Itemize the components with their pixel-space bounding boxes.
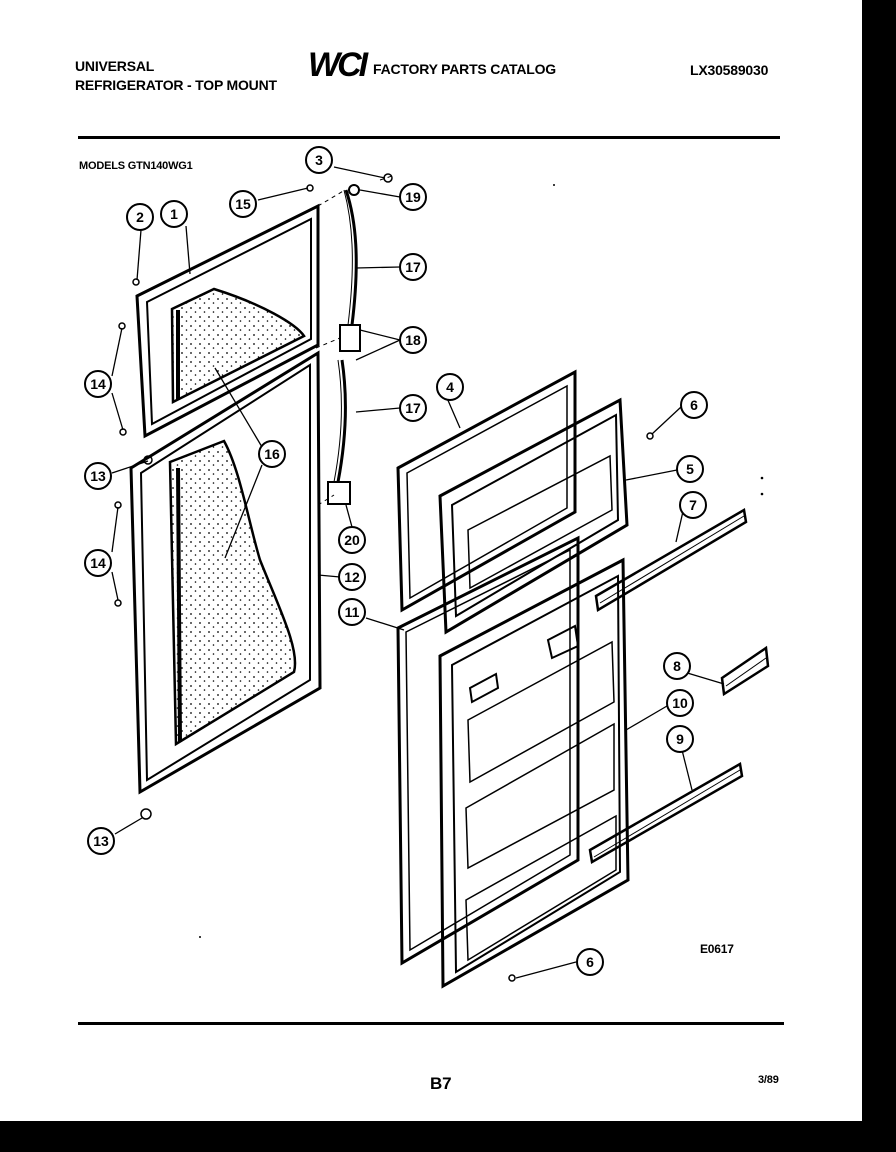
callout-number: 15 [235, 196, 251, 212]
callout-c14b: 14 [84, 549, 112, 577]
callout-c11: 11 [338, 598, 366, 626]
catalog-page: UNIVERSAL REFRIGERATOR - TOP MOUNT WCI F… [0, 0, 862, 1121]
callout-c4: 4 [436, 373, 464, 401]
callout-circle [84, 549, 112, 577]
callout-c16: 16 [258, 440, 286, 468]
callout-c19: 19 [399, 183, 427, 211]
callout-number: 14 [90, 555, 106, 571]
header-rule [78, 136, 780, 139]
callout-circle [399, 326, 427, 354]
fresh-food-inner-panel [438, 557, 630, 989]
page-number: B7 [430, 1074, 452, 1093]
callout-number: 8 [673, 658, 681, 674]
callout-number: 13 [90, 468, 106, 484]
callout-circle [436, 373, 464, 401]
callout-number: 17 [405, 259, 421, 275]
callout-number: 4 [446, 379, 454, 395]
callout-c13b: 13 [87, 827, 115, 855]
callout-number: 2 [136, 209, 144, 225]
footer-rule [78, 1022, 784, 1025]
freezer-inner-panel [438, 397, 629, 635]
callout-circle [666, 725, 694, 753]
callout-c6b: 6 [576, 948, 604, 976]
callout-number: 18 [405, 332, 421, 348]
callout-c9: 9 [666, 725, 694, 753]
callout-circle [399, 253, 427, 281]
callout-c15: 15 [229, 190, 257, 218]
callout-c1: 1 [160, 200, 188, 228]
callout-circle [84, 462, 112, 490]
fresh-food-door-frame [129, 350, 322, 795]
callout-circle [87, 827, 115, 855]
freezer-gasket [396, 369, 577, 613]
callout-circle [258, 440, 286, 468]
callout-c12: 12 [338, 563, 366, 591]
callout-number: 5 [686, 461, 694, 477]
callout-circle [663, 652, 691, 680]
callout-circle [160, 200, 188, 228]
callout-c13a: 13 [84, 462, 112, 490]
brand-line-2: REFRIGERATOR - TOP MOUNT [75, 77, 277, 93]
callout-circle [680, 391, 708, 419]
callout-circle [126, 203, 154, 231]
callout-c14a: 14 [84, 370, 112, 398]
callout-number: 20 [344, 532, 360, 548]
shelf-rail-9 [588, 762, 744, 864]
callout-number: 1 [170, 206, 178, 222]
callout-circle [666, 689, 694, 717]
catalog-title: FACTORY PARTS CATALOG [373, 61, 556, 77]
callout-c7: 7 [679, 491, 707, 519]
callout-c6a: 6 [680, 391, 708, 419]
callout-c2: 2 [126, 203, 154, 231]
callout-c17a: 17 [399, 253, 427, 281]
callout-c20: 20 [338, 526, 366, 554]
freezer-door-frame [135, 203, 320, 439]
brand-line-1: UNIVERSAL [75, 58, 155, 74]
callout-circle [338, 563, 366, 591]
callout-number: 11 [345, 604, 360, 620]
callout-number: 13 [93, 833, 109, 849]
callout-c18: 18 [399, 326, 427, 354]
callout-number: 14 [90, 376, 106, 392]
bracket-8 [720, 645, 770, 697]
callout-number: 3 [315, 152, 323, 168]
freezer-liner [170, 287, 306, 405]
callout-c3: 3 [305, 146, 333, 174]
callout-circle [229, 190, 257, 218]
callout-circle [676, 455, 704, 483]
callout-number: 19 [405, 189, 421, 205]
callout-number: 6 [690, 397, 698, 413]
callout-number: 17 [405, 400, 421, 416]
models-label: MODELS GTN140WG1 [79, 160, 193, 172]
scan-specks [199, 184, 764, 938]
hinge-assembly [327, 184, 361, 505]
callout-circle [679, 491, 707, 519]
callout-number: 6 [586, 954, 594, 970]
shelf-rail-7 [594, 508, 748, 613]
catalog-date: 3/89 [758, 1074, 779, 1086]
wci-logo: WCI [308, 46, 368, 84]
callout-circle [399, 394, 427, 422]
document-number: LX30589030 [690, 62, 769, 78]
callout-circle [338, 598, 366, 626]
callout-c5: 5 [676, 455, 704, 483]
callout-circle [576, 948, 604, 976]
callout-circle [338, 526, 366, 554]
fresh-food-liner [168, 439, 297, 747]
fresh-food-gasket [396, 535, 580, 966]
diagram-code: E0617 [700, 942, 734, 956]
callout-circle [305, 146, 333, 174]
callout-number: 12 [344, 569, 360, 585]
callout-circle [399, 183, 427, 211]
callout-number: 7 [689, 497, 697, 513]
callout-c10: 10 [666, 689, 694, 717]
callout-c8: 8 [663, 652, 691, 680]
callout-number: 9 [676, 731, 684, 747]
callout-number: 16 [264, 446, 280, 462]
assembly-lines [315, 175, 393, 506]
callout-c17b: 17 [399, 394, 427, 422]
callout-number: 10 [672, 695, 688, 711]
callout-circle [84, 370, 112, 398]
